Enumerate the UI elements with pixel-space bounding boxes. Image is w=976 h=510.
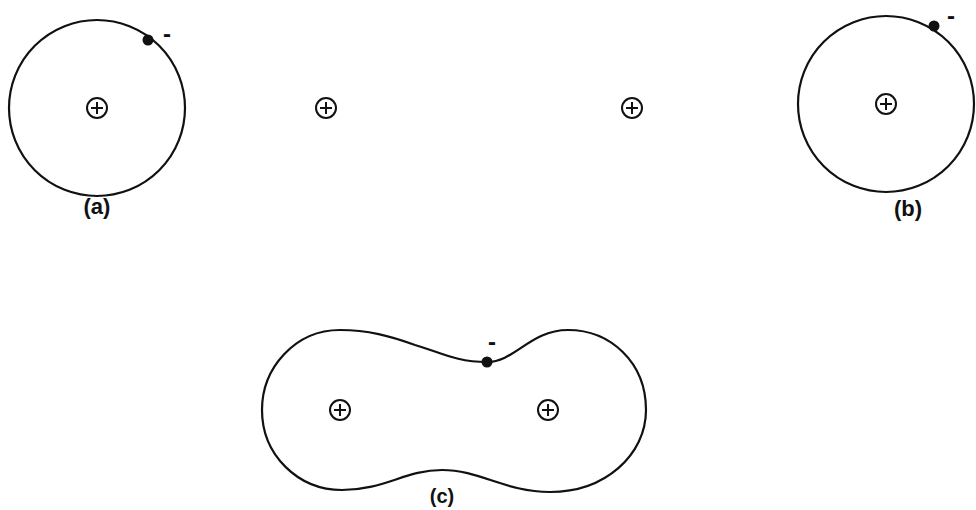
electron-orbit [9, 20, 185, 196]
proton-symbol [330, 400, 350, 420]
molecular-orbit [262, 330, 646, 492]
panel-label: (a) [84, 196, 111, 218]
charge-sign: - [947, 4, 955, 28]
panel-label: (c) [430, 486, 454, 506]
proton-symbol [87, 98, 107, 118]
electron-dot [482, 357, 493, 368]
electron-dot [143, 35, 154, 46]
proton-symbol [622, 98, 642, 118]
proton-symbol [316, 98, 336, 118]
charge-sign: - [488, 330, 496, 354]
charge-sign: - [163, 22, 171, 46]
proton-symbol [876, 94, 896, 114]
electron-orbit [798, 16, 974, 192]
proton-symbol [538, 400, 558, 420]
panel-label: (b) [894, 198, 922, 220]
electron-dot [929, 21, 940, 32]
